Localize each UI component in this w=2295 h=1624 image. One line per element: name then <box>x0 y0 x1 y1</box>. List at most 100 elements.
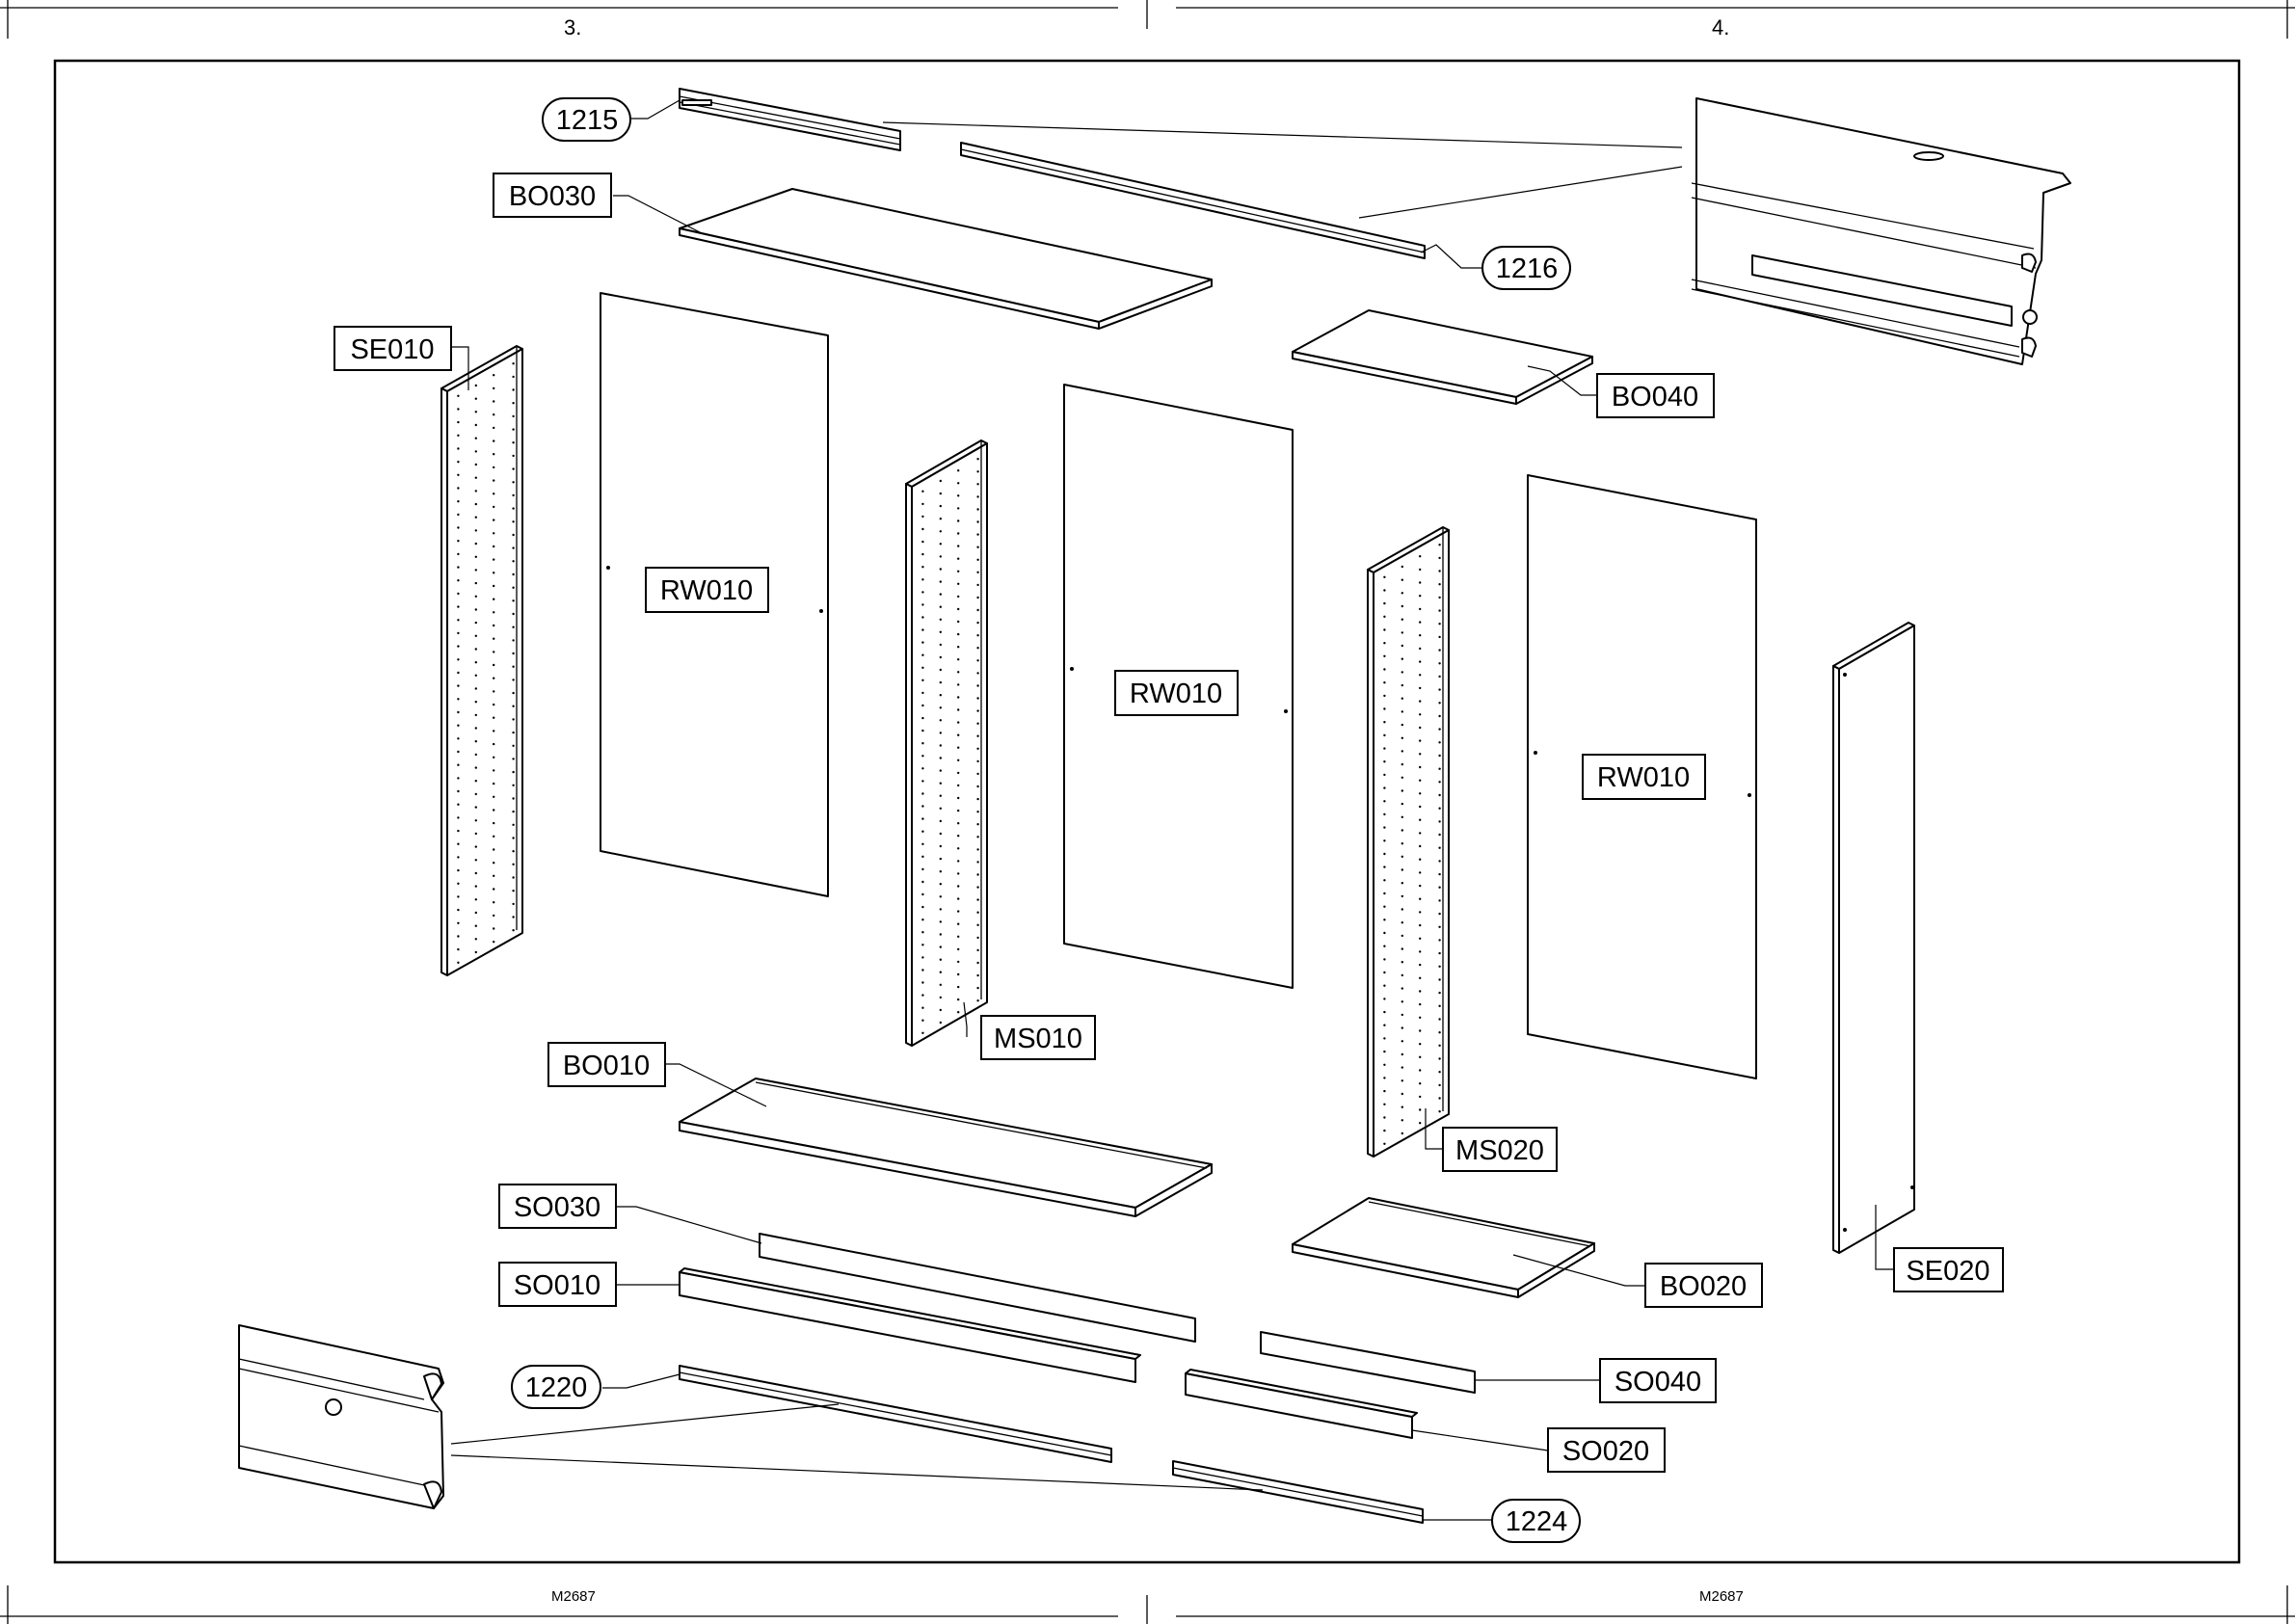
peg-hole <box>940 972 942 973</box>
peg-hole <box>1419 1122 1421 1124</box>
peg-hole <box>940 669 942 671</box>
peg-hole <box>457 421 459 423</box>
peg-hole <box>512 467 514 469</box>
mid-panel-ms010 <box>906 440 987 1046</box>
peg-hole <box>976 483 978 485</box>
board-bo030 <box>680 189 1212 329</box>
label-rw010-3[interactable]: RW010 <box>1583 755 1705 799</box>
peg-hole <box>512 732 514 733</box>
peg-hole <box>1401 592 1403 594</box>
peg-hole <box>1419 806 1421 808</box>
peg-hole <box>1401 658 1403 660</box>
peg-hole <box>512 599 514 601</box>
peg-hole <box>1401 895 1403 897</box>
board-bo010 <box>680 1078 1212 1216</box>
label-se020[interactable]: SE020 <box>1894 1248 2003 1291</box>
peg-hole <box>457 869 459 871</box>
peg-hole <box>512 718 514 720</box>
peg-hole <box>1401 684 1403 686</box>
peg-hole <box>1438 847 1440 849</box>
label-1224[interactable]: 1224 <box>1492 1500 1580 1542</box>
peg-hole <box>940 644 942 646</box>
board-bo020 <box>1293 1198 1594 1297</box>
peg-hole <box>512 797 514 799</box>
label-ms020[interactable]: MS020 <box>1443 1128 1557 1171</box>
peg-hole <box>976 470 978 472</box>
peg-hole <box>1419 1003 1421 1005</box>
peg-hole <box>1419 964 1421 966</box>
label-bo020[interactable]: BO020 <box>1645 1264 1762 1307</box>
peg-hole <box>921 541 923 543</box>
label-so040[interactable]: SO040 <box>1600 1359 1716 1402</box>
peg-hole <box>921 641 923 643</box>
peg-hole <box>921 944 923 945</box>
label-rw010-1[interactable]: RW010 <box>646 568 768 612</box>
peg-hole <box>976 495 978 497</box>
label-bo030[interactable]: BO030 <box>494 173 611 217</box>
rail-1216-detail <box>1692 98 2070 364</box>
label-1215-text: 1215 <box>556 105 619 136</box>
peg-hole <box>457 500 459 502</box>
peg-hole <box>921 692 923 694</box>
peg-hole <box>475 912 477 914</box>
label-1216-text: 1216 <box>1496 253 1559 284</box>
peg-hole <box>976 597 978 599</box>
peg-hole <box>457 804 459 806</box>
peg-hole <box>1383 655 1385 657</box>
peg-hole <box>512 692 514 694</box>
peg-hole <box>940 870 942 872</box>
peg-hole <box>1438 808 1440 810</box>
peg-hole <box>921 956 923 958</box>
peg-hole <box>1401 1106 1403 1108</box>
peg-hole <box>1419 1056 1421 1058</box>
peg-hole <box>957 683 959 685</box>
label-se010[interactable]: SE010 <box>334 327 451 370</box>
peg-hole <box>1401 882 1403 884</box>
peg-hole <box>1438 966 1440 968</box>
peg-hole <box>475 714 477 716</box>
label-rw010-3-text: RW010 <box>1597 762 1690 793</box>
peg-hole <box>457 395 459 397</box>
peg-hole <box>1383 985 1385 987</box>
label-1220[interactable]: 1220 <box>512 1366 600 1408</box>
peg-hole <box>1383 695 1385 697</box>
label-rw010-2[interactable]: RW010 <box>1115 671 1238 715</box>
label-bo010[interactable]: BO010 <box>548 1043 665 1086</box>
peg-hole <box>976 785 978 787</box>
label-bo040[interactable]: BO040 <box>1597 374 1714 417</box>
label-1216[interactable]: 1216 <box>1482 247 1570 289</box>
peg-hole <box>1401 842 1403 844</box>
peg-hole <box>921 528 923 530</box>
peg-hole <box>1438 926 1440 928</box>
peg-hole <box>457 843 459 845</box>
peg-hole <box>1419 687 1421 689</box>
peg-hole <box>940 808 942 810</box>
peg-hole <box>493 400 494 402</box>
peg-hole <box>512 785 514 786</box>
label-1215[interactable]: 1215 <box>543 98 630 141</box>
peg-hole <box>940 656 942 658</box>
peg-hole <box>921 969 923 971</box>
peg-hole <box>921 717 923 719</box>
label-ms010[interactable]: MS010 <box>981 1016 1095 1059</box>
label-so030[interactable]: SO030 <box>499 1185 616 1228</box>
peg-hole <box>1419 727 1421 729</box>
peg-hole <box>1419 660 1421 662</box>
peg-hole <box>940 555 942 557</box>
peg-hole <box>921 856 923 858</box>
peg-hole <box>493 941 494 943</box>
peg-hole <box>475 898 477 900</box>
peg-hole <box>493 532 494 534</box>
peg-hole <box>1419 1096 1421 1098</box>
peg-hole <box>1419 924 1421 926</box>
label-so010[interactable]: SO010 <box>499 1263 616 1306</box>
label-so020[interactable]: SO020 <box>1548 1428 1665 1472</box>
peg-hole <box>957 923 959 925</box>
peg-hole <box>1383 945 1385 947</box>
peg-hole <box>1401 777 1403 779</box>
peg-hole <box>493 427 494 429</box>
peg-hole <box>512 402 514 404</box>
peg-hole <box>921 893 923 895</box>
peg-hole <box>493 506 494 508</box>
peg-hole <box>921 578 923 580</box>
